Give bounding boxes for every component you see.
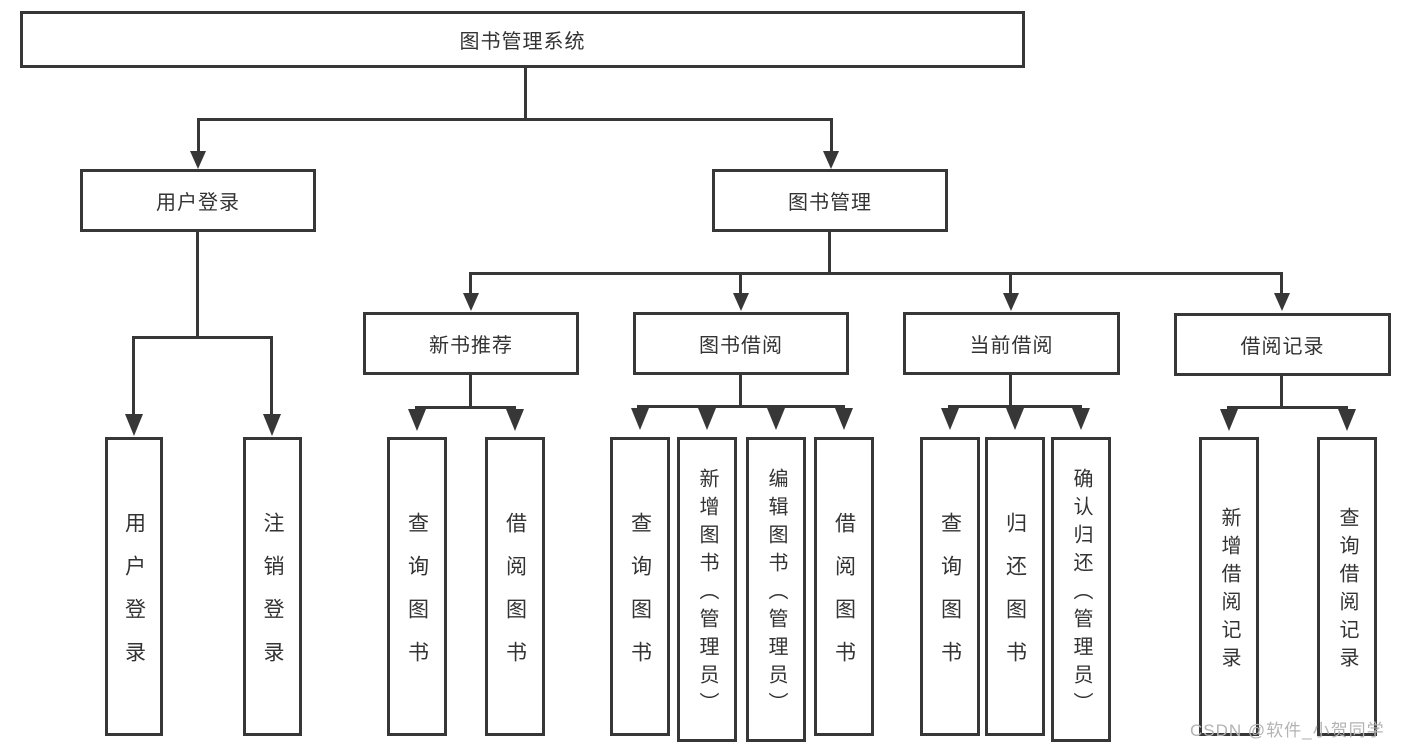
connector-group-shaft xyxy=(1280,272,1283,294)
connector-group-shaft xyxy=(739,272,742,294)
node-root-label: 图书管理系统 xyxy=(459,31,586,53)
node-new-book-recommend-label: 新书推荐 xyxy=(429,335,513,357)
arrow-down-icon xyxy=(1338,409,1356,431)
leaf-add-book-admin: 新增图书（管理员） xyxy=(677,437,737,742)
leaf-label: 查询图书 xyxy=(628,511,652,684)
leaf-query-borrow-record: 查询借阅记录 xyxy=(1317,437,1377,736)
arrow-down-icon xyxy=(941,408,959,430)
connector-group2-bar xyxy=(637,405,845,408)
csdn-watermark: CSDN @软件_小贺同学 xyxy=(1190,721,1385,740)
connector-group-shaft xyxy=(1009,272,1012,294)
arrow-down-icon xyxy=(1003,293,1019,311)
arrow-down-icon xyxy=(733,293,749,311)
node-new-book-recommend: 新书推荐 xyxy=(363,312,579,375)
leaf-confirm-return-admin: 确认归还（管理员） xyxy=(1051,437,1111,742)
connector-group-shaft xyxy=(469,272,472,294)
connector-leaf-shaft xyxy=(132,336,135,416)
leaf-label: 借阅图书 xyxy=(503,511,527,684)
connector-book-mgmt-bar xyxy=(469,272,1283,275)
connector-group4-stem xyxy=(1280,376,1283,406)
leaf-edit-book-admin: 编辑图书（管理员） xyxy=(746,437,806,742)
connector-group1-stem xyxy=(469,375,472,406)
leaf-label: 查询图书 xyxy=(938,511,962,684)
leaf-borrow-books-recommend: 借阅图书 xyxy=(485,437,545,736)
arrow-down-icon xyxy=(125,414,143,436)
arrow-down-icon xyxy=(823,151,839,169)
connector-group1-bar xyxy=(415,406,516,409)
leaf-user-login: 用户登录 xyxy=(105,437,163,736)
connector-leaf-shaft xyxy=(270,336,273,416)
arrow-down-icon xyxy=(698,408,716,430)
arrow-down-icon xyxy=(631,408,649,430)
connector-group3-bar xyxy=(948,405,1082,408)
connector-book-mgmt-shaft xyxy=(830,118,833,153)
node-user-login-label: 用户登录 xyxy=(156,192,240,214)
leaf-logout: 注销登录 xyxy=(243,437,302,736)
leaf-logout-label: 注销登录 xyxy=(261,511,284,684)
leaf-user-login-label: 用户登录 xyxy=(122,511,146,684)
connector-user-login-bar xyxy=(132,336,273,339)
arrow-down-icon xyxy=(263,414,281,436)
node-current-borrowing-label: 当前借阅 xyxy=(969,335,1054,357)
leaf-label: 归还图书 xyxy=(1003,511,1027,684)
node-borrow-records-label: 借阅记录 xyxy=(1240,336,1325,358)
leaf-query-books-recommend: 查询图书 xyxy=(387,437,447,736)
arrow-down-icon xyxy=(463,293,479,311)
leaf-label: 确认归还（管理员） xyxy=(1070,467,1092,720)
leaf-query-books-current: 查询图书 xyxy=(920,437,980,736)
connector-group3-stem xyxy=(1009,375,1012,405)
arrow-down-icon xyxy=(1072,408,1090,430)
arrow-down-icon xyxy=(767,408,785,430)
connector-book-mgmt-stem xyxy=(828,232,831,272)
leaf-query-books-borrowing: 查询图书 xyxy=(610,437,670,736)
leaf-label: 编辑图书（管理员） xyxy=(765,467,787,720)
leaf-label: 新增借阅记录 xyxy=(1218,506,1240,675)
node-book-borrowing-label: 图书借阅 xyxy=(699,335,783,357)
connector-group2-stem xyxy=(739,375,742,405)
leaf-label: 查询借阅记录 xyxy=(1336,506,1358,675)
connector-root-bar xyxy=(197,118,833,121)
connector-root-stem xyxy=(524,68,527,118)
arrow-down-icon xyxy=(190,151,206,169)
node-book-mgmt-label: 图书管理 xyxy=(788,192,872,214)
node-borrow-records: 借阅记录 xyxy=(1174,313,1391,376)
arrow-down-icon xyxy=(835,408,853,430)
leaf-borrow-books-borrowing: 借阅图书 xyxy=(814,437,874,736)
arrow-down-icon xyxy=(1006,408,1024,430)
node-book-mgmt: 图书管理 xyxy=(712,169,948,232)
leaf-label: 借阅图书 xyxy=(832,511,856,684)
node-root: 图书管理系统 xyxy=(20,11,1025,68)
connector-user-login-shaft xyxy=(197,118,200,153)
arrow-down-icon xyxy=(1274,293,1290,311)
arrow-down-icon xyxy=(506,409,524,431)
node-user-login: 用户登录 xyxy=(80,169,316,232)
connector-group4-bar xyxy=(1227,406,1348,409)
arrow-down-icon xyxy=(408,409,426,431)
leaf-label: 新增图书（管理员） xyxy=(696,467,718,720)
node-book-borrowing: 图书借阅 xyxy=(633,312,849,375)
connector-user-login-stem xyxy=(196,232,199,336)
arrow-down-icon xyxy=(1220,409,1238,431)
leaf-return-book: 归还图书 xyxy=(985,437,1045,736)
leaf-add-borrow-record: 新增借阅记录 xyxy=(1199,437,1259,736)
node-current-borrowing: 当前借阅 xyxy=(903,312,1120,375)
leaf-label: 查询图书 xyxy=(405,511,429,684)
